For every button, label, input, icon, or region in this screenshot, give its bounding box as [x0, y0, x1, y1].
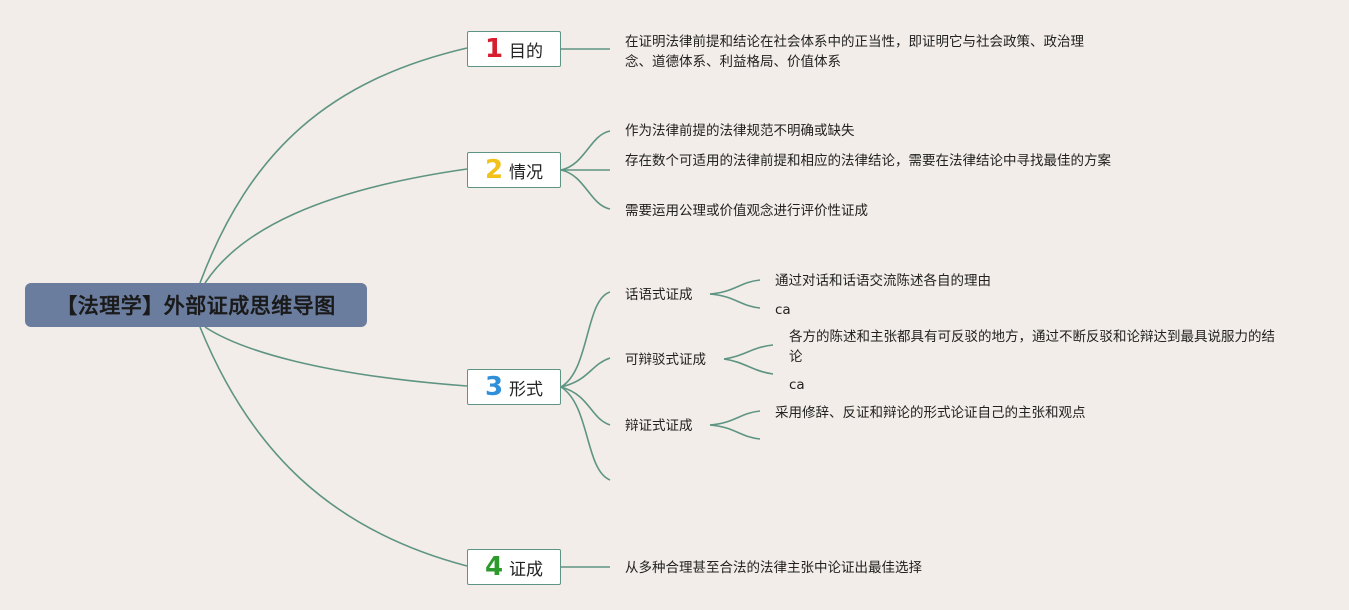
leaf-defeasible-1[interactable]: 各方的陈述和主张都具有可反驳的地方，通过不断反驳和论辩达到最具说服力的结论 [789, 329, 1275, 365]
edge-s2-l2 [723, 358, 774, 375]
edge-s3-l1 [709, 410, 761, 426]
branch-form[interactable]: 3 形式 [467, 369, 561, 405]
leaf-defeasible-2[interactable]: ca [789, 377, 805, 393]
subtopic-discourse[interactable]: 话语式证成 [625, 287, 693, 303]
root-topic[interactable]: 【法理学】外部证成思维导图 [25, 283, 367, 327]
leaf-justification-1[interactable]: 从多种合理甚至合法的法律主张中论证出最佳选择 [625, 560, 922, 576]
edge-b3-c2 [560, 357, 611, 388]
edge-s1-l1 [709, 279, 761, 295]
leaf-situation-1[interactable]: 作为法律前提的法律规范不明确或缺失 [625, 123, 855, 139]
branch-situation[interactable]: 2 情况 [467, 152, 561, 188]
edge-root-b1 [199, 47, 468, 284]
edge-b2-c3 [560, 169, 611, 210]
branch-label: 情况 [509, 162, 544, 183]
number-3-icon: 3 [484, 372, 504, 402]
leaf-situation-2[interactable]: 存在数个可适用的法律前提和相应的法律结论，需要在法律结论中寻找最佳的方案 [625, 153, 1111, 169]
branch-label: 证成 [509, 559, 544, 580]
branch-purpose[interactable]: 1 目的 [467, 31, 561, 67]
edge-s2-l1 [723, 344, 774, 360]
edge-root-b3 [204, 326, 468, 387]
edge-root-b2 [204, 168, 468, 284]
subtopic-dialectical[interactable]: 辩证式证成 [625, 418, 693, 434]
number-4-icon: 4 [484, 552, 504, 582]
branch-label: 目的 [509, 41, 544, 62]
edge-b3-c1 [560, 291, 611, 388]
leaf-dialectical-1[interactable]: 采用修辞、反证和辩论的形式论证自己的主张和观点 [775, 405, 1086, 421]
edge-b3-c3 [560, 386, 611, 426]
edge-root-b4 [199, 326, 468, 567]
leaf-situation-3[interactable]: 需要运用公理或价值观念进行评价性证成 [625, 203, 868, 219]
subtopic-defeasible[interactable]: 可辩驳式证成 [625, 352, 706, 368]
number-2-icon: 2 [484, 155, 504, 185]
leaf-discourse-1[interactable]: 通过对话和话语交流陈述各自的理由 [775, 273, 991, 289]
number-1-icon: 1 [484, 34, 504, 64]
edge-b3-c4 [560, 386, 611, 481]
edge-b2-c1 [560, 130, 611, 171]
branch-justification[interactable]: 4 证成 [467, 549, 561, 585]
leaf-discourse-2[interactable]: ca [775, 302, 791, 318]
leaf-purpose-1[interactable]: 在证明法律前提和结论在社会体系中的正当性，即证明它与社会政策、政治理念、道德体系… [625, 34, 1084, 70]
branch-label: 形式 [509, 379, 544, 400]
edge-s1-l2 [709, 293, 761, 309]
edge-s3-l2 [709, 424, 761, 440]
